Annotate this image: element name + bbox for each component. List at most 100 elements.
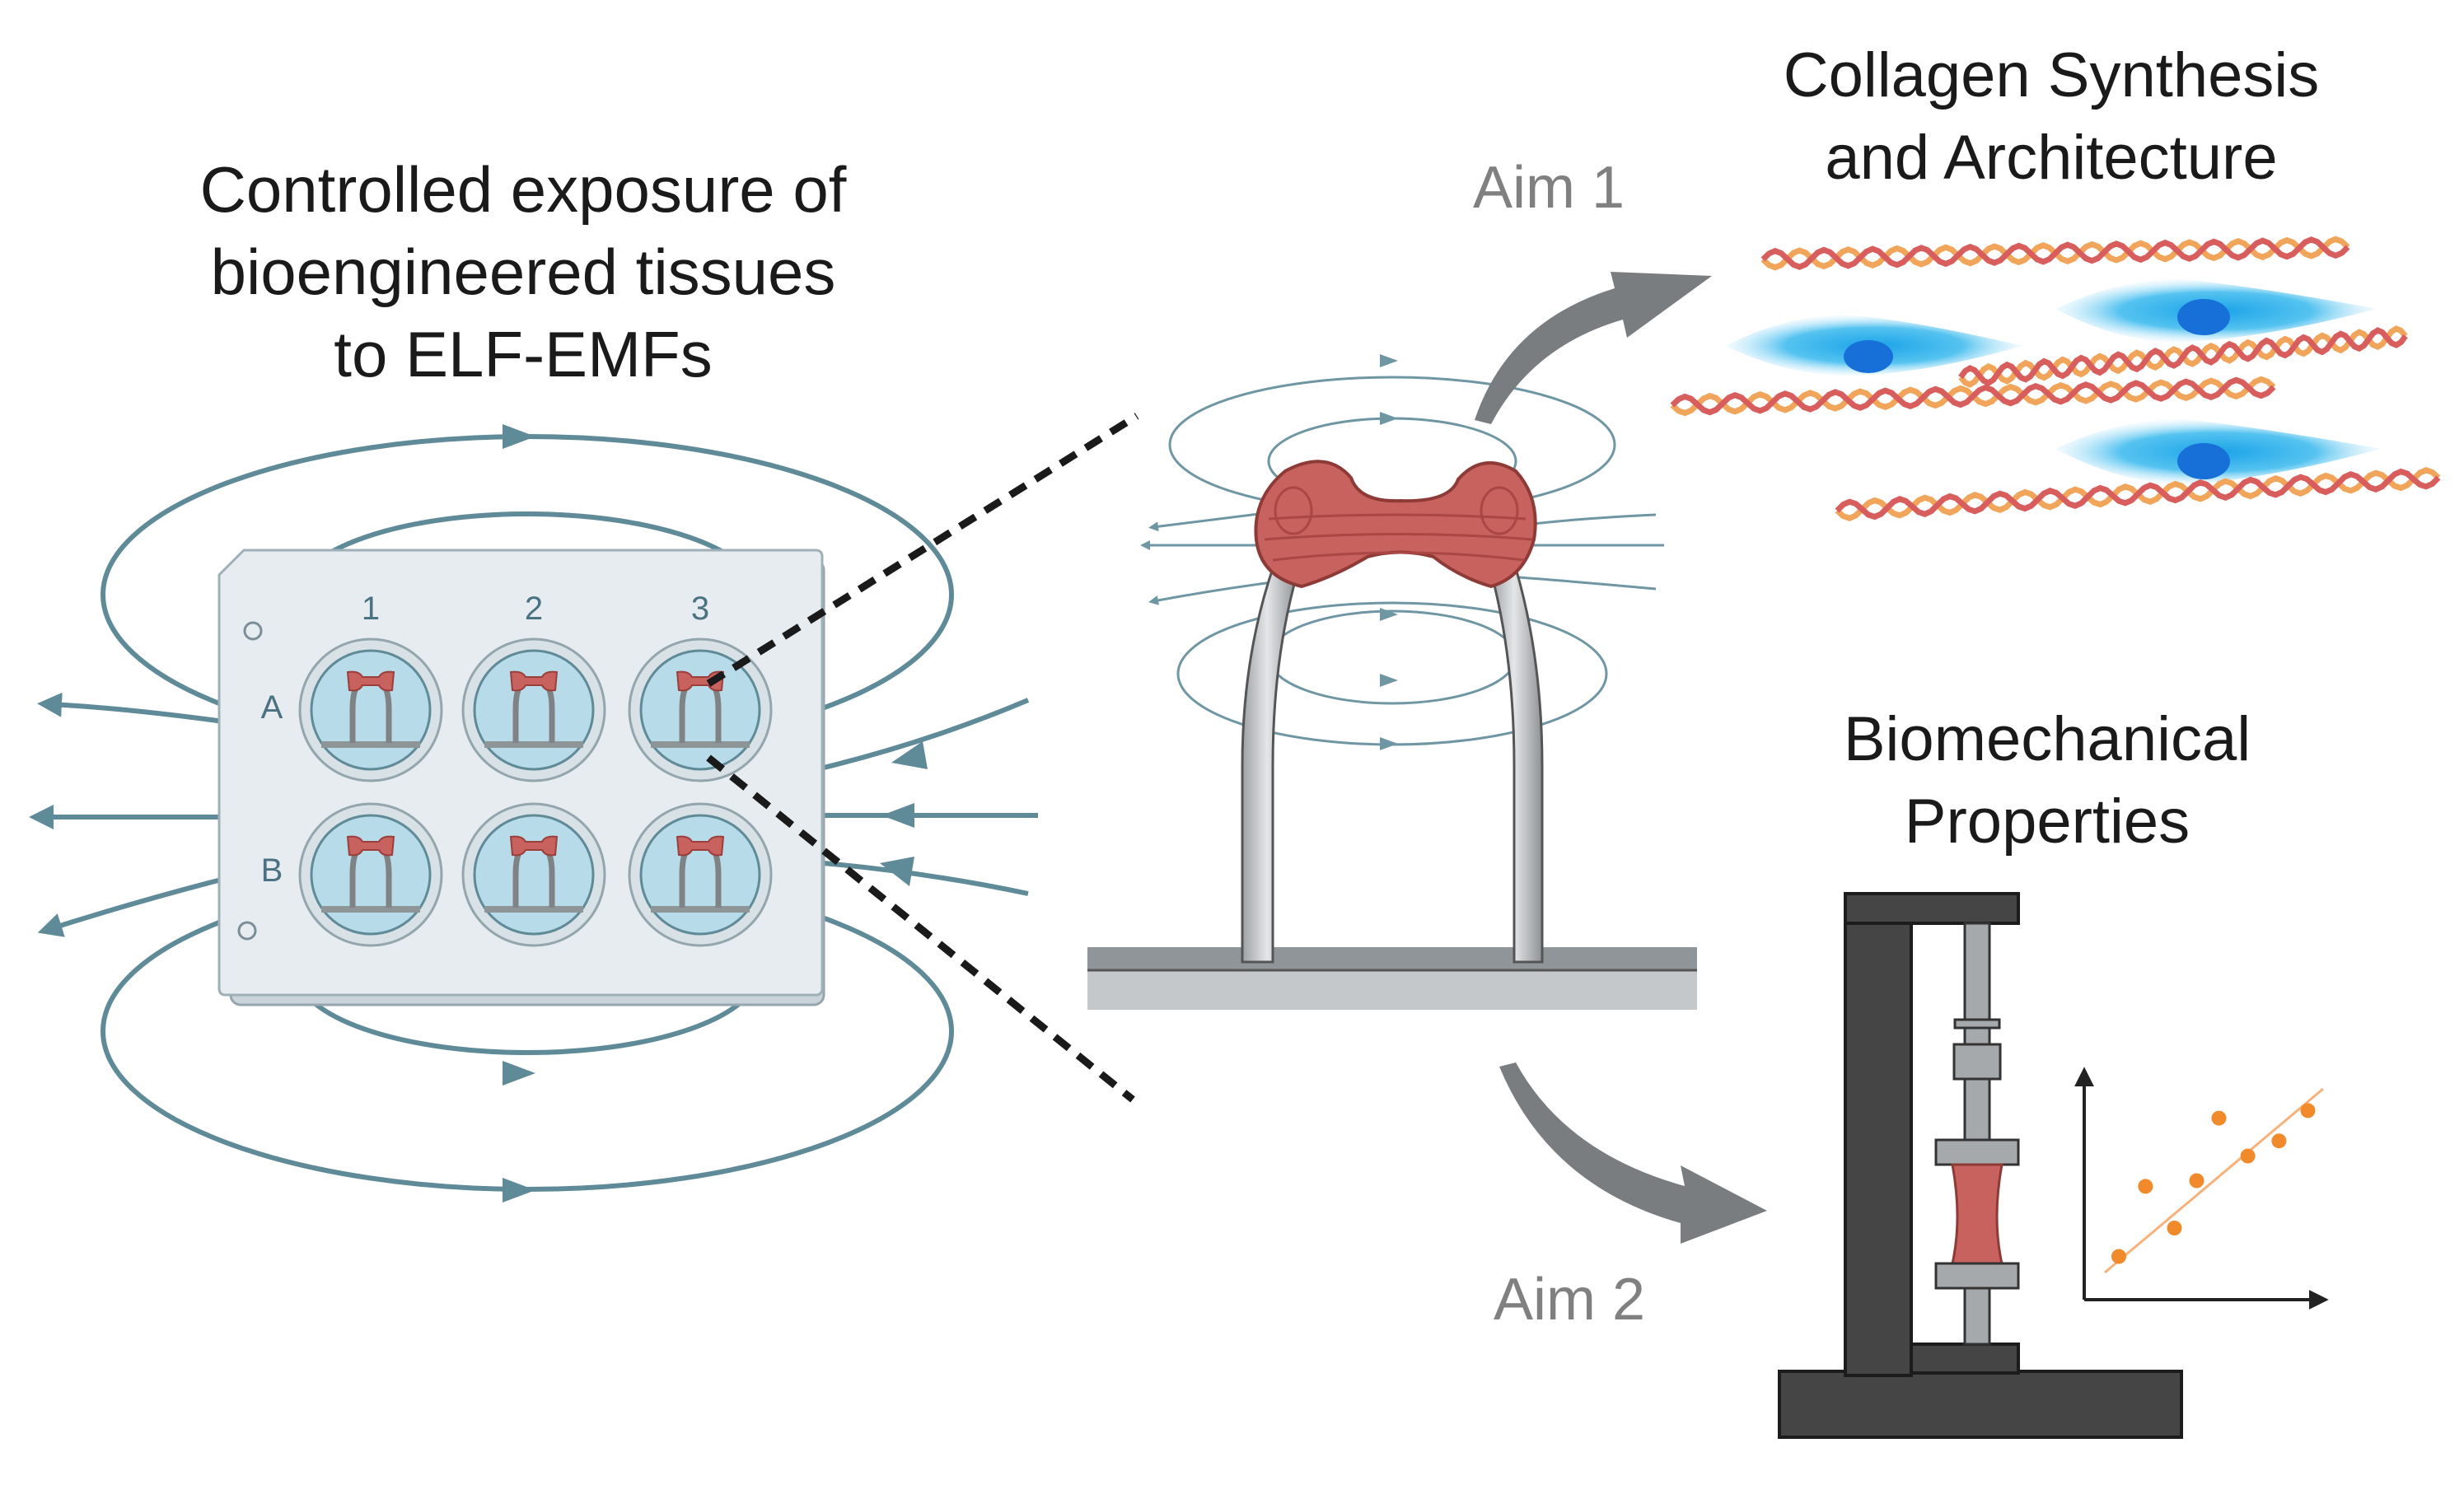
well-B2 (461, 802, 606, 947)
left-title-line-3: to ELF-EMFs (334, 318, 712, 390)
aim1-title-line-1: Collagen Synthesis (1784, 40, 2320, 110)
base-bar-bottom (1087, 970, 1697, 1010)
collagen-fiber-2 (1670, 376, 2276, 417)
upper-shaft (1963, 1077, 1991, 1142)
collagen-fibers (1670, 236, 2441, 521)
zoom-arrow-1 (1380, 354, 1398, 367)
tissue-knob-right (1480, 486, 1519, 535)
stress-strain-plot (2074, 1067, 2329, 1310)
upper-grip (1934, 1138, 2020, 1166)
tester-base (1778, 1370, 2183, 1439)
cell-1-nucleus (1844, 340, 1893, 373)
well-base (651, 741, 750, 748)
post-right (1489, 567, 1544, 964)
well-fluid (473, 649, 595, 771)
arrowhead-top (503, 424, 535, 449)
zoom-lines (706, 413, 1139, 1103)
post-left (1241, 567, 1299, 964)
collagen-strand-b (1835, 468, 2441, 521)
well-plate: 1 2 3 A B (217, 549, 825, 1006)
column-label-3: 3 (691, 591, 709, 627)
collagen-strand-b (1958, 327, 2408, 386)
arrowhead-right-2 (881, 803, 914, 828)
arrowhead-right-3 (880, 857, 914, 886)
well-tissue (676, 835, 725, 857)
aim1-arrow (1475, 272, 1712, 424)
tester-crosshead (1844, 892, 2020, 925)
cell-3-nucleus (2177, 443, 2230, 479)
plot-point-8 (2300, 1103, 2316, 1118)
cell-2-nucleus (2177, 299, 2230, 335)
upper-neck (1963, 1026, 1991, 1046)
tester-base-step (1910, 1343, 2020, 1375)
well-tissue (509, 835, 559, 857)
load-cell (1952, 1043, 2002, 1081)
aim2-title-line-2: Properties (1905, 787, 2190, 857)
well-A1 (298, 637, 443, 782)
zoom-arrow-4 (1380, 674, 1398, 687)
collagen-fiber-4 (1835, 467, 2441, 521)
row-label-a: A (261, 689, 283, 726)
well-base (651, 906, 750, 913)
field-loop-bottom-inner (294, 971, 760, 1055)
tissue-fiber-2 (1264, 533, 1533, 541)
plot-point-2 (2138, 1179, 2153, 1194)
plot-point-7 (2271, 1133, 2287, 1149)
collagen-fiber-1 (1760, 236, 2350, 271)
aim2-arrow (1499, 1062, 1767, 1244)
arrowhead-right-1 (891, 741, 928, 769)
well-tissue (346, 670, 395, 692)
well-A2 (461, 637, 606, 782)
lower-shaft (1963, 1287, 1991, 1346)
wells-grid (298, 637, 773, 947)
well-base (321, 741, 420, 748)
field-line-right-1 (823, 698, 1030, 770)
collagen-fiber-3 (1958, 325, 2408, 388)
field-arrowheads (503, 424, 928, 1202)
well-A3 (628, 637, 773, 782)
well-fluid (310, 814, 432, 936)
left-title-line-1: Controlled exposure of (200, 153, 847, 226)
aim2-arrow-shape (1499, 1062, 1767, 1244)
lower-grip (1934, 1262, 2020, 1290)
collagen-strand-b (1670, 376, 2276, 416)
well-fluid (310, 649, 432, 771)
field-line-left-1 (37, 692, 248, 727)
collagen-strand-b (1760, 236, 2350, 270)
plot-trendline (2104, 1087, 2324, 1274)
column-label-1: 1 (362, 591, 380, 627)
left-title: Controlled exposure of bioengineered tis… (200, 153, 847, 390)
base-bar-top (1087, 947, 1697, 970)
collagen-illustration (1670, 236, 2441, 521)
plot-point-6 (2240, 1148, 2256, 1164)
well-base (484, 741, 583, 748)
plate-corner-hole-top (243, 621, 263, 641)
plot-point-3 (2167, 1221, 2182, 1235)
arrowhead-bottom-outer (503, 1178, 535, 1202)
well-fluid (639, 814, 761, 936)
zoom-arrow-2 (1380, 412, 1398, 425)
well-B1 (298, 802, 443, 947)
zoom-arrow-3 (1380, 608, 1398, 621)
zoom-line-top (706, 413, 1139, 687)
aim2-label: Aim 2 (1494, 1267, 1645, 1333)
zoom-field-top-outer (1168, 376, 1616, 514)
well-tissue (509, 670, 559, 692)
fibroblast-cells (1726, 279, 2381, 485)
well-tissue (346, 835, 395, 857)
zoom-field-bottom-inner (1267, 609, 1517, 705)
well-base (321, 906, 420, 913)
tester-column (1844, 892, 1913, 1377)
tissue-fiber-3 (1272, 551, 1525, 562)
well-B3 (628, 802, 773, 947)
plot-points (2111, 1103, 2316, 1264)
aim1-arrow-shape (1475, 272, 1712, 424)
field-line-right-3 (823, 861, 1029, 896)
tissue-sample (1951, 1163, 2003, 1265)
plot-point-1 (2111, 1249, 2126, 1264)
zoomed-tissue-setup (1087, 354, 1697, 1010)
row-label-b: B (261, 852, 283, 889)
zoom-arrow-5 (1380, 737, 1398, 750)
tissue-knob-left (1274, 486, 1313, 535)
